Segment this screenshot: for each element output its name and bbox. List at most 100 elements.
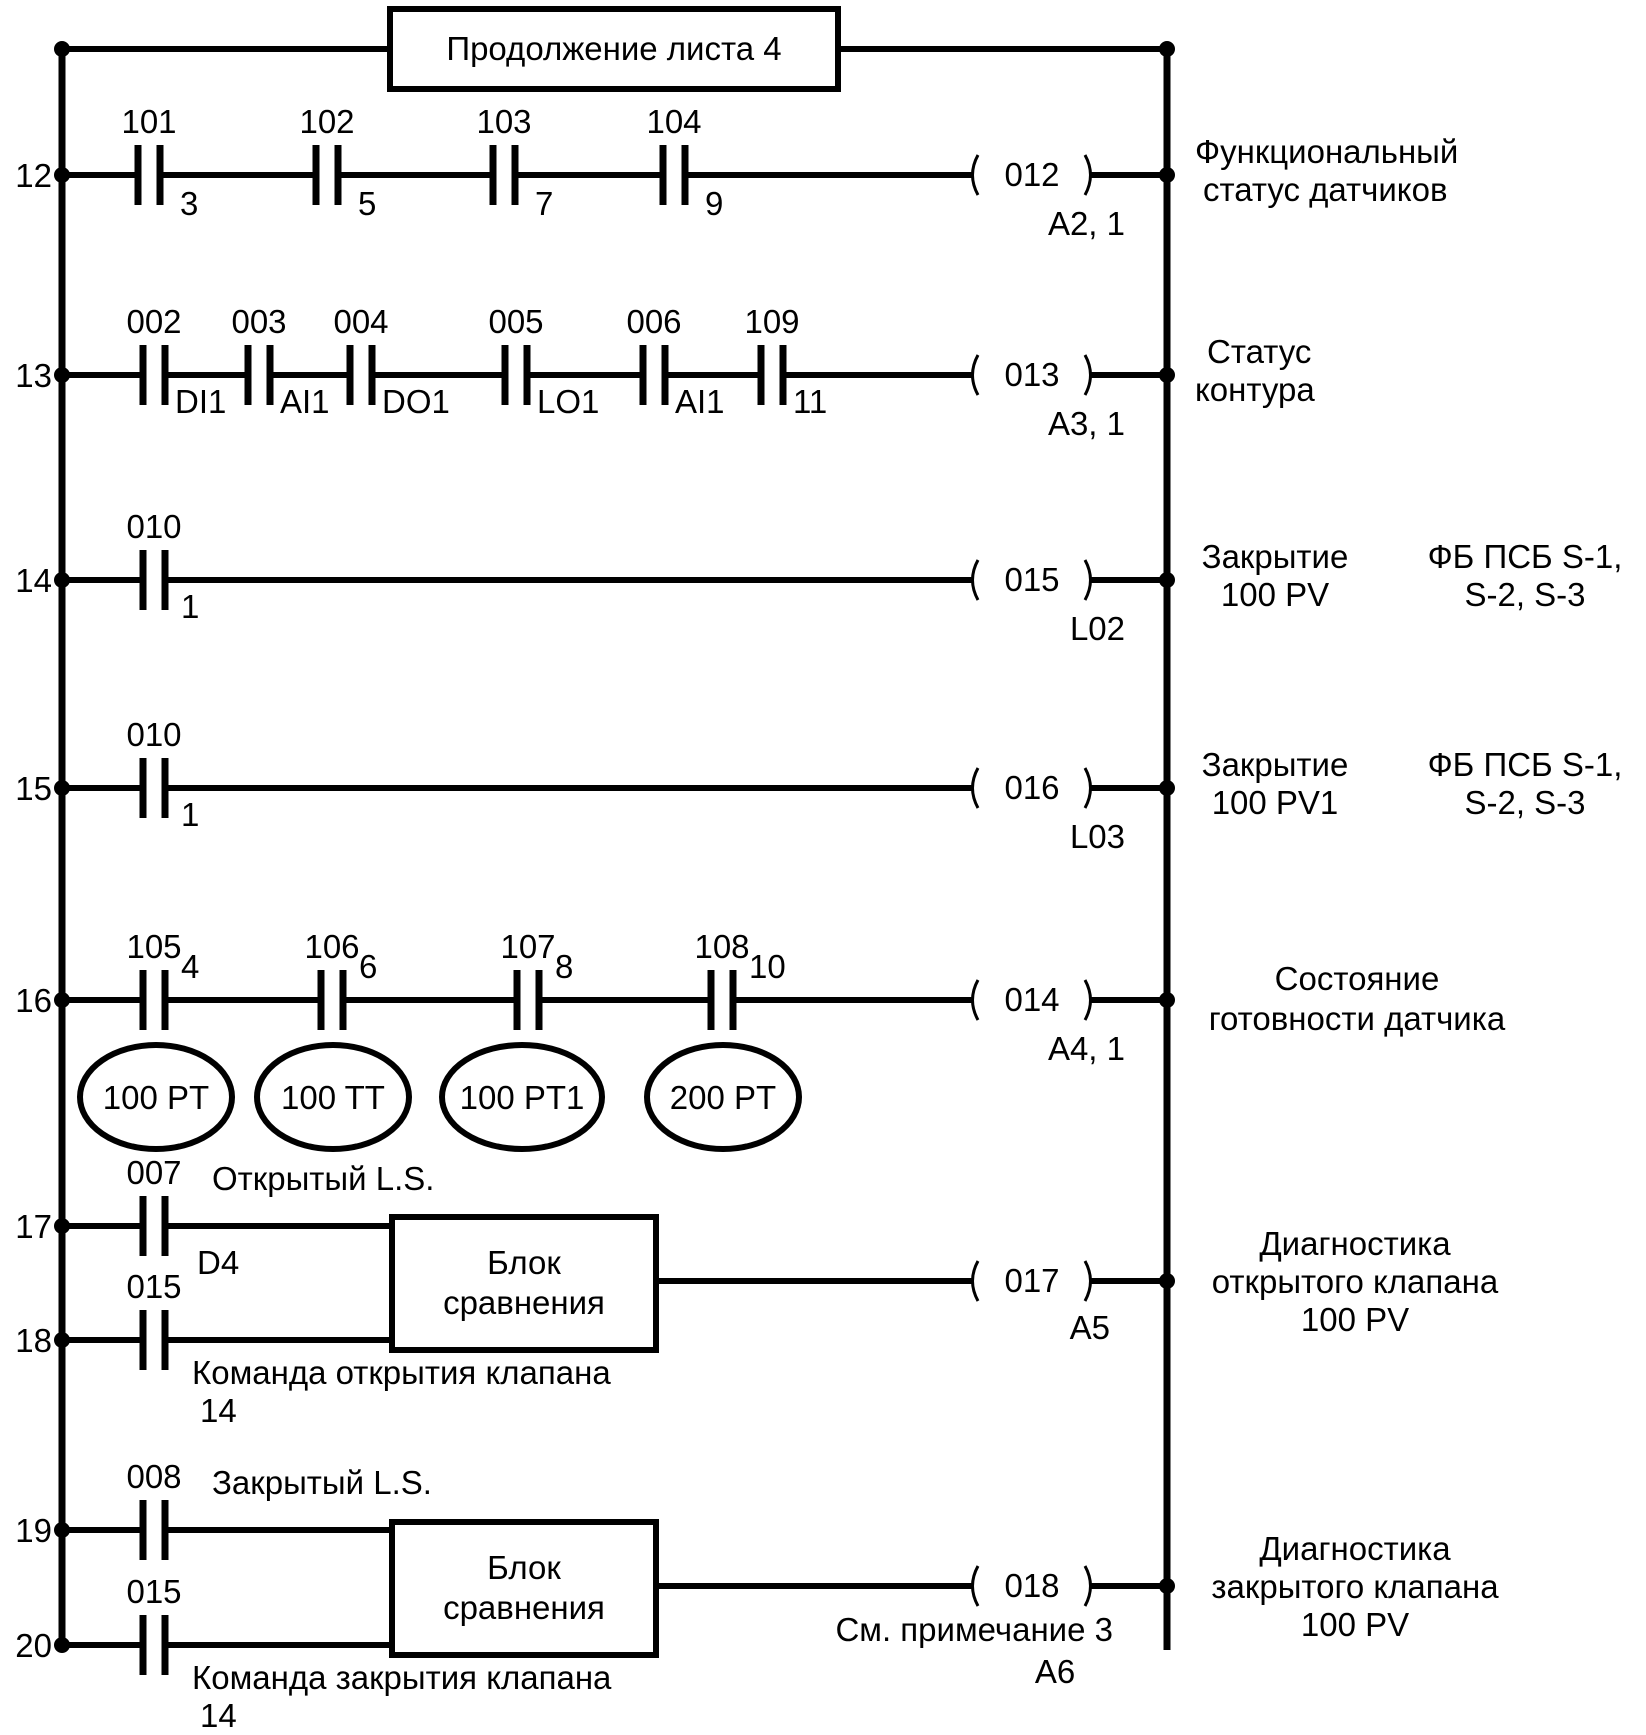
- contact-address: 108: [694, 928, 749, 965]
- rung-number: 16: [15, 982, 52, 1019]
- continuation-box[interactable]: [387, 6, 841, 92]
- coil-reference: A3, 1: [1048, 405, 1125, 442]
- description-line: контура: [1195, 371, 1315, 408]
- sensor-tag: 200 PT: [644, 1042, 802, 1152]
- top-left-junction: [54, 41, 70, 57]
- contact-address: 106: [304, 928, 359, 965]
- command-contact[interactable]: 015: [126, 1268, 182, 1370]
- contact-sub-label: DI1: [175, 383, 226, 420]
- contact-sub-label: 8: [555, 948, 573, 985]
- compare-block-label: сравнения: [443, 1589, 605, 1626]
- limit-switch-contact[interactable]: 007: [126, 1154, 182, 1256]
- contact-label: Команда открытия клапана: [192, 1354, 611, 1391]
- note-line: ФБ ПСБ S-1,: [1428, 746, 1623, 783]
- description-line: 100 PV: [1221, 576, 1329, 613]
- contact-sub-label: 14: [200, 1697, 237, 1734]
- contact-address: 105: [126, 928, 181, 965]
- contact-gap: [666, 145, 682, 205]
- contact-label: Открытый L.S.: [212, 1160, 434, 1197]
- note-line: S-2, S-3: [1464, 784, 1585, 821]
- description-line: готовности датчика: [1209, 1000, 1506, 1037]
- coil-left-paren: [971, 767, 980, 809]
- contact-sub-label: 1: [181, 796, 199, 833]
- coil-reference: A2, 1: [1048, 205, 1125, 242]
- top-right-junction: [1159, 41, 1175, 57]
- limit-switch-contact[interactable]: 008: [126, 1458, 182, 1560]
- contact-address: 010: [126, 716, 181, 753]
- contact-address: 005: [488, 303, 543, 340]
- contact-address: 004: [333, 303, 388, 340]
- contact-gap: [146, 970, 162, 1030]
- rung-13: 13002DI1003AI1004DO1005LO1006AI110911013…: [15, 303, 1315, 442]
- contact-address: 015: [126, 1573, 181, 1610]
- contact-sub-label: AI1: [280, 383, 330, 420]
- contact-sub-label: D4: [197, 1244, 239, 1281]
- output-coil[interactable]: 015: [971, 559, 1092, 601]
- output-coil[interactable]: 017: [971, 1260, 1092, 1302]
- contact-label: Команда закрытия клапана: [192, 1659, 612, 1696]
- description-line: Диагностика: [1259, 1225, 1451, 1262]
- description-line: 100 PV: [1301, 1606, 1409, 1643]
- contact-address: 104: [646, 103, 701, 140]
- contact[interactable]: 109 11: [744, 303, 827, 420]
- output-coil[interactable]: 016: [971, 767, 1092, 809]
- coil-left-paren: [971, 1565, 980, 1607]
- sensor-tag-label: 200 PT: [670, 1079, 776, 1116]
- contact-sub-label: 11: [793, 383, 827, 420]
- coil-address: 016: [1004, 769, 1059, 806]
- contact-gap: [646, 345, 662, 405]
- description-line: статус датчиков: [1203, 171, 1447, 208]
- coil-reference: A5: [1070, 1309, 1110, 1346]
- coil-right-paren: [1083, 354, 1092, 396]
- contact-sub-label: AI1: [675, 383, 725, 420]
- sensor-tag: 100 TT: [254, 1042, 412, 1152]
- description-line: Функциональный: [1195, 133, 1458, 170]
- command-contact[interactable]: 015: [126, 1573, 182, 1675]
- right-junction: [1159, 992, 1175, 1008]
- description-line: 100 PV: [1301, 1301, 1409, 1338]
- contact-gap: [251, 345, 267, 405]
- output-coil[interactable]: 013: [971, 354, 1092, 396]
- contact-gap: [324, 970, 340, 1030]
- contact-sub-label: 3: [180, 185, 198, 222]
- contact[interactable]: 010 1: [126, 716, 199, 833]
- contact-gap: [146, 1310, 162, 1370]
- right-junction: [1159, 1578, 1175, 1594]
- contact-sub-label: 7: [535, 185, 553, 222]
- output-coil[interactable]: 018: [971, 1565, 1092, 1607]
- coil-right-paren: [1083, 767, 1092, 809]
- output-coil[interactable]: 014: [971, 979, 1092, 1021]
- coil-address: 018: [1004, 1567, 1059, 1604]
- rung-number: 18: [15, 1322, 52, 1359]
- rung-number: 14: [15, 562, 52, 599]
- output-coil[interactable]: 012: [971, 154, 1092, 196]
- coil-left-paren: [971, 354, 980, 396]
- contact-address: 109: [744, 303, 799, 340]
- coil-address: 012: [1004, 156, 1059, 193]
- contact-gap: [146, 1196, 162, 1256]
- rung-number: 12: [15, 157, 52, 194]
- rung-number: 15: [15, 770, 52, 807]
